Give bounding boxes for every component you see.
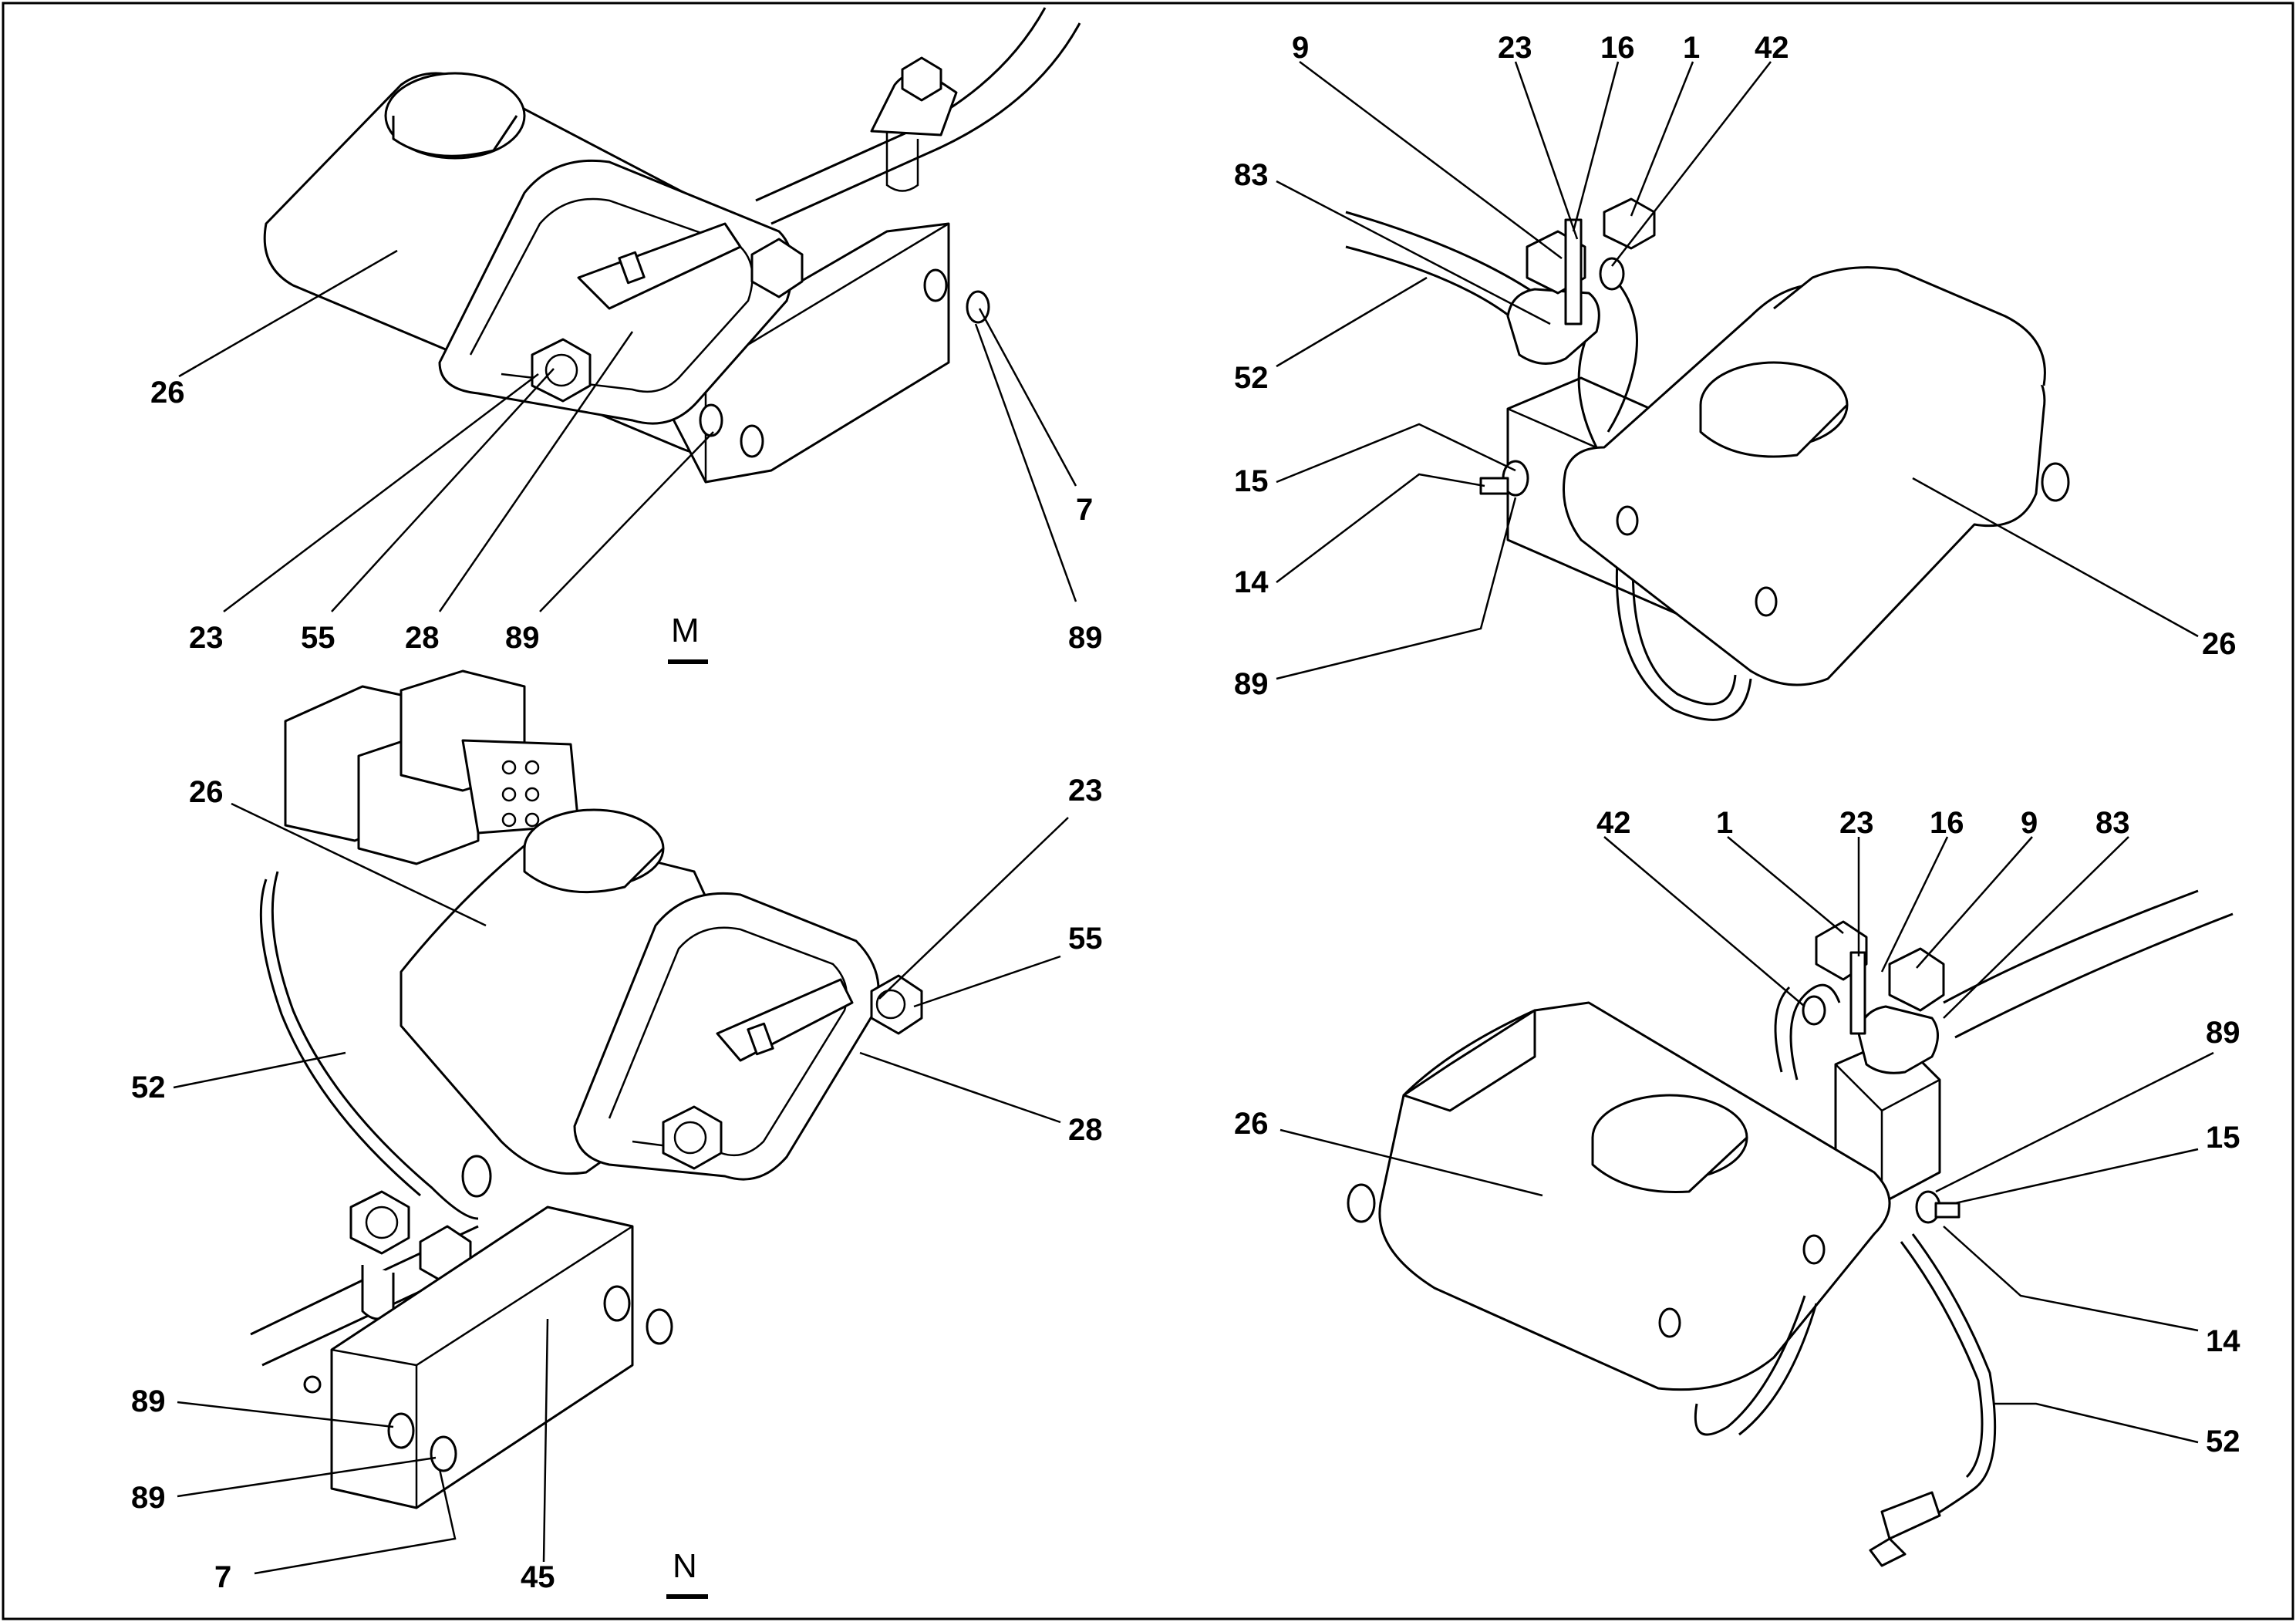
- view-m-letter: M: [671, 612, 700, 649]
- view-m-label-4: 28: [405, 621, 440, 655]
- view-n-label-9: 28: [1068, 1113, 1103, 1147]
- top-right-label-11: 26: [2202, 627, 2237, 661]
- view-m-label-6: 7: [1076, 493, 1093, 527]
- bottom-right-label-5: 9: [2021, 806, 2038, 840]
- bottom-right-label-1: 42: [1596, 806, 1631, 840]
- bottom-right-label-8: 89: [2206, 1016, 2240, 1050]
- bottom-right-label-6: 83: [2095, 806, 2130, 840]
- view-n-label-1: 26: [189, 775, 224, 809]
- view-m-label-1: 26: [150, 376, 185, 410]
- view-m-drawing: [263, 7, 1081, 484]
- top-right-leaders: [1276, 61, 2199, 680]
- top-right-label-10: 89: [1234, 667, 1269, 701]
- bottom-right-leaders: [1279, 836, 2214, 1444]
- bottom-right-label-2: 1: [1716, 806, 1733, 840]
- top-right-label-1: 9: [1292, 31, 1309, 65]
- view-m-leaders: [178, 249, 1077, 612]
- view-n-label-5: 7: [214, 1560, 231, 1594]
- view-m-label-7: 89: [1068, 621, 1103, 655]
- top-right-drawing: [1345, 197, 2070, 721]
- view-m-label-2: 23: [189, 621, 224, 655]
- view-m-label-5: 89: [505, 621, 540, 655]
- view-m-label-3: 55: [301, 621, 335, 655]
- view-n-label-7: 23: [1068, 774, 1103, 808]
- view-n-label-2: 52: [131, 1071, 166, 1104]
- bottom-right-label-10: 14: [2206, 1324, 2240, 1358]
- bottom-right-label-7: 26: [1234, 1107, 1269, 1141]
- view-n-leaders: [173, 802, 1069, 1575]
- bottom-right-label-11: 52: [2206, 1425, 2240, 1458]
- bottom-right-drawing: [1347, 889, 2234, 1567]
- bottom-right-label-4: 16: [1930, 806, 1964, 840]
- view-n-label-8: 55: [1068, 922, 1103, 956]
- top-right-label-7: 52: [1234, 361, 1269, 395]
- bottom-right-label-3: 23: [1839, 806, 1874, 840]
- view-n-label-3: 89: [131, 1384, 166, 1418]
- top-right-label-6: 83: [1234, 158, 1269, 192]
- bottom-right-label-9: 15: [2206, 1121, 2240, 1155]
- view-n-drawing: [250, 669, 923, 1509]
- top-right-label-2: 23: [1498, 31, 1532, 65]
- view-n-label-4: 89: [131, 1481, 166, 1515]
- top-right-label-4: 1: [1683, 31, 1700, 65]
- view-n-letter: N: [673, 1547, 697, 1585]
- top-right-label-9: 14: [1234, 565, 1269, 599]
- top-right-label-8: 15: [1234, 464, 1269, 498]
- top-right-label-3: 16: [1600, 31, 1635, 65]
- view-n-label-6: 45: [521, 1560, 555, 1594]
- top-right-label-5: 42: [1755, 31, 1789, 65]
